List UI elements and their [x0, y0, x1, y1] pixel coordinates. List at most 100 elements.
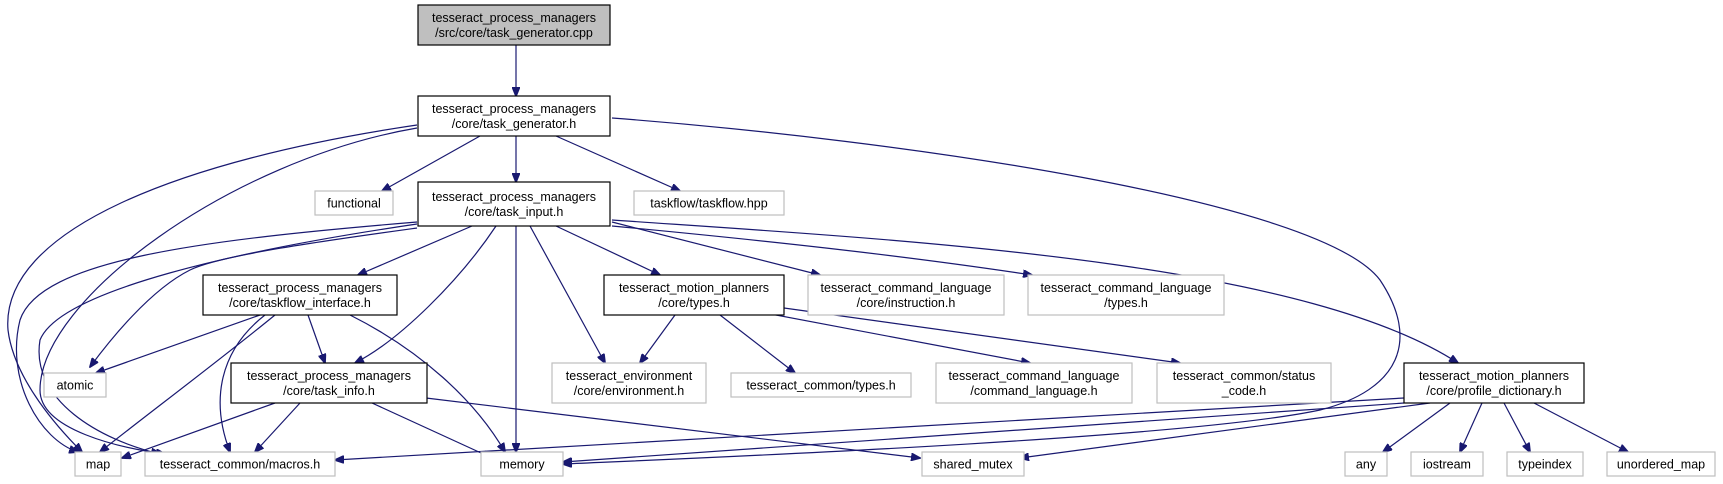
node-label-line: tesseract_process_managers — [432, 102, 596, 116]
node-label-line: /core/taskflow_interface.h — [229, 296, 371, 310]
node-task-info-h[interactable]: tesseract_process_managers/core/task_inf… — [230, 362, 428, 404]
node-label-line: _code.h — [1221, 384, 1267, 398]
node-label-line: any — [1356, 458, 1377, 472]
node-label-line: memory — [499, 458, 545, 472]
node-any: any — [1344, 451, 1388, 477]
node-root[interactable]: tesseract_process_managers/src/core/task… — [417, 4, 611, 46]
node-box — [144, 451, 336, 477]
edge-motion-types-status-code — [783, 307, 1180, 363]
node-box — [1027, 274, 1225, 316]
edge-profile-dictionary-unordered-map — [1533, 402, 1628, 452]
edge-task-info-map — [122, 402, 276, 458]
node-label-line: tesseract_command_language — [821, 281, 992, 295]
edge-profile-dictionary-any — [1383, 402, 1451, 452]
node-box — [935, 362, 1133, 404]
node-label-line: map — [86, 458, 110, 472]
edge-motion-types-command-language — [759, 311, 1030, 363]
node-box — [807, 274, 1005, 316]
node-unordered-map: unordered_map — [1606, 451, 1716, 477]
edge-task-input-map — [15, 221, 418, 452]
node-box — [1410, 451, 1484, 477]
node-box — [1506, 451, 1584, 477]
node-profile-dictionary-h[interactable]: tesseract_motion_planners/core/profile_d… — [1403, 362, 1585, 404]
node-label-line: atomic — [57, 379, 94, 393]
edge-profile-dictionary-memory — [563, 402, 1405, 462]
node-label-line: iostream — [1423, 458, 1471, 472]
node-iostream: iostream — [1410, 451, 1484, 477]
node-map: map — [74, 451, 122, 477]
edge-profile-dictionary-shared-mutex — [1020, 402, 1431, 458]
node-box — [202, 274, 398, 316]
node-label-line: tesseract_environment — [566, 369, 693, 383]
node-label-line: /core/task_input.h — [465, 205, 564, 219]
node-macros-h: tesseract_common/macros.h — [144, 451, 336, 477]
edge-taskflow-interface-task-info — [307, 314, 325, 363]
node-label-line: tesseract_motion_planners — [1419, 369, 1569, 383]
node-label-line: tesseract_process_managers — [432, 190, 596, 204]
node-common-types-h: tesseract_common/types.h — [730, 372, 912, 398]
node-atomic: atomic — [43, 372, 107, 398]
node-functional: functional — [314, 190, 394, 216]
node-box — [1156, 362, 1332, 404]
node-box — [551, 362, 707, 404]
edge-task-input-task-info — [355, 225, 497, 363]
edge-task-generator-macros — [39, 127, 418, 454]
edge-task-info-shared-mutex — [425, 397, 920, 458]
edge-taskflow-interface-macros — [219, 314, 266, 452]
node-label-line: tesseract_command_language — [949, 369, 1120, 383]
node-label-line: /types.h — [1104, 296, 1148, 310]
edge-profile-dictionary-typeindex — [1503, 402, 1530, 452]
node-command-types-h: tesseract_command_language/types.h — [1027, 274, 1225, 316]
edge-task-generator-taskflow-hpp — [555, 135, 680, 191]
node-box — [730, 372, 912, 398]
node-shared-mutex: shared_mutex — [921, 451, 1025, 477]
edge-taskflow-interface-atomic — [96, 314, 261, 373]
node-label-line: unordered_map — [1617, 458, 1705, 472]
node-label-line: tesseract_process_managers — [247, 369, 411, 383]
node-box — [417, 181, 611, 227]
node-label-line: tesseract_process_managers — [432, 11, 596, 25]
node-memory: memory — [480, 451, 564, 477]
node-box — [921, 451, 1025, 477]
node-typeindex: typeindex — [1506, 451, 1584, 477]
node-command-language-h: tesseract_command_language/command_langu… — [935, 362, 1133, 404]
node-label-line: tesseract_process_managers — [218, 281, 382, 295]
node-label-line: /core/task_info.h — [283, 384, 375, 398]
edge-profile-dictionary-macros — [335, 397, 1405, 460]
node-box — [43, 372, 107, 398]
node-box — [314, 190, 394, 216]
node-taskflow-interface-h[interactable]: tesseract_process_managers/core/taskflow… — [202, 274, 398, 316]
node-label-line: /core/instruction.h — [857, 296, 956, 310]
dependency-edges — [7, 45, 1628, 464]
node-label-line: /core/environment.h — [574, 384, 685, 398]
node-label-line: tesseract_common/macros.h — [160, 458, 321, 472]
node-label-line: /core/types.h — [658, 296, 730, 310]
node-box — [603, 274, 785, 316]
edge-task-input-atomic — [90, 227, 418, 367]
node-environment-h: tesseract_environment/core/environment.h — [551, 362, 707, 404]
edge-task-input-environment — [529, 225, 605, 363]
node-taskflow-hpp: taskflow/taskflow.hpp — [633, 190, 785, 216]
node-box — [633, 190, 785, 216]
node-label-line: tesseract_motion_planners — [619, 281, 769, 295]
node-box — [1606, 451, 1716, 477]
node-motion-types-h[interactable]: tesseract_motion_planners/core/types.h — [603, 274, 785, 316]
node-box — [230, 362, 428, 404]
edge-taskflow-interface-memory — [349, 314, 505, 452]
node-label-line: taskflow/taskflow.hpp — [650, 197, 767, 211]
node-task-generator-h[interactable]: tesseract_process_managers/core/task_gen… — [417, 95, 611, 137]
node-status-code-h: tesseract_common/status_code.h — [1156, 362, 1332, 404]
node-box — [480, 451, 564, 477]
edge-task-input-instruction — [611, 221, 820, 275]
node-box — [417, 4, 611, 46]
edge-task-input-macros — [38, 223, 418, 454]
edge-task-input-command-types — [611, 225, 1032, 275]
edge-task-input-profile-dictionary — [611, 219, 1458, 363]
edge-task-info-memory — [371, 402, 492, 458]
node-label-line: tesseract_command_language — [1041, 281, 1212, 295]
node-box — [417, 95, 611, 137]
node-label-line: /command_language.h — [970, 384, 1097, 398]
node-label-line: tesseract_common/status — [1173, 369, 1315, 383]
node-task-input-h[interactable]: tesseract_process_managers/core/task_inp… — [417, 181, 611, 227]
